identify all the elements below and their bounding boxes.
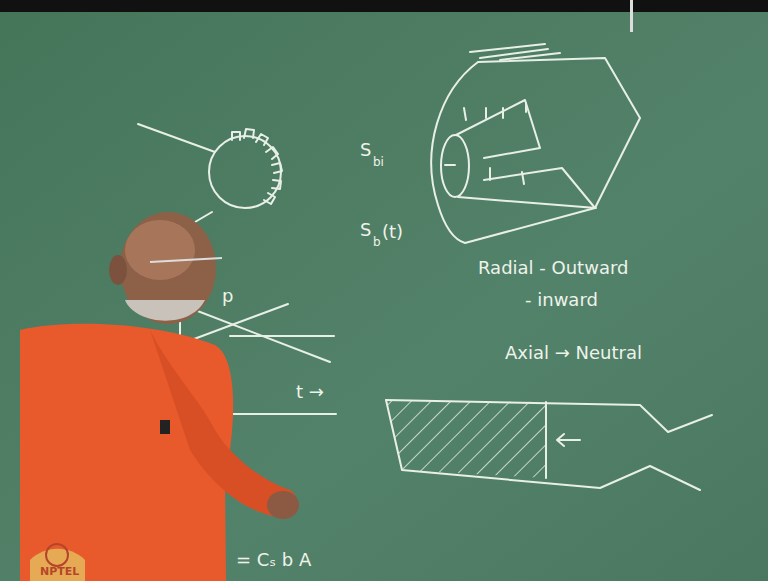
- symbol-text: S: [360, 140, 371, 160]
- subscript-text: bi: [373, 156, 384, 169]
- note-text: Radial - Outward: [478, 258, 628, 278]
- symbol-text: S: [360, 220, 371, 240]
- lecturer: [20, 212, 299, 581]
- note-text: - inward: [525, 290, 598, 310]
- watermark: NPTEL: [40, 566, 79, 578]
- top-frame: [0, 0, 768, 12]
- note-text: Axial → Neutral: [505, 343, 642, 363]
- formula-text: = Cₛ b A: [236, 550, 311, 570]
- subscript-text: b: [373, 236, 381, 249]
- sphere-sketch: [138, 124, 282, 222]
- symbol-text: (t): [382, 222, 403, 242]
- chalk-mark: [630, 0, 633, 32]
- symbol-text: p: [222, 286, 233, 306]
- grain-cross-section: [431, 44, 640, 243]
- end-burning-motor: [386, 400, 712, 490]
- axis-label: t →: [296, 382, 324, 402]
